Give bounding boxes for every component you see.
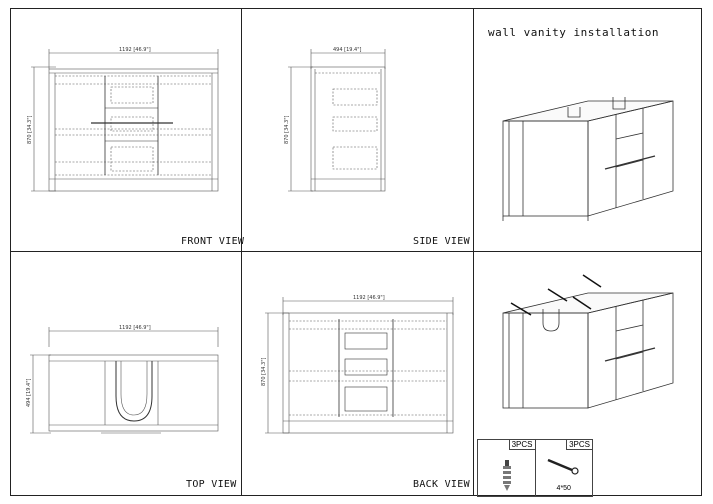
- top-view-drawing: 1192 [46.9"] 494 [19.4"]: [26, 325, 219, 434]
- anchor-qty: 3PCS: [508, 440, 535, 450]
- screw-qty: 3PCS: [566, 440, 592, 450]
- front-width-dim: 1192 [46.9"]: [119, 47, 151, 53]
- screw-size: 4*50: [556, 485, 571, 492]
- hardware-parts-table: 3PCS 3PCS 4*50: [477, 439, 593, 497]
- side-view-drawing: 494 [19.4"] 870 [34.3"]: [284, 47, 386, 192]
- back-width-dim: 1192 [46.9"]: [353, 295, 385, 301]
- installation-title: wall vanity installation: [488, 26, 659, 39]
- installation-iso-drawing: [502, 97, 674, 221]
- top-depth-dim: 494 [19.4"]: [26, 378, 32, 407]
- back-height-dim: 870 [34.3"]: [261, 357, 267, 386]
- divider: [473, 9, 474, 495]
- parts-cell-screw: 3PCS 4*50: [536, 440, 592, 496]
- drawing-sheet: 1192 [46.9"] 870 [34.3"] FRONT VIEW 494 …: [10, 8, 702, 497]
- installation-screws-drawing: [502, 274, 674, 409]
- front-view-label: FRONT VIEW: [181, 236, 245, 247]
- divider: [241, 9, 242, 495]
- wall-anchor-icon: [503, 460, 511, 491]
- parts-cell-anchor: 3PCS: [478, 440, 536, 496]
- screw-icon: [547, 458, 579, 475]
- back-view-label: BACK VIEW: [413, 479, 470, 490]
- side-view-label: SIDE VIEW: [413, 236, 470, 247]
- side-depth-dim: 494 [19.4"]: [333, 47, 362, 53]
- side-height-dim: 870 [34.3"]: [284, 115, 290, 144]
- top-view-label: TOP VIEW: [186, 479, 237, 490]
- top-width-dim: 1192 [46.9"]: [119, 325, 151, 331]
- front-view-drawing: 1192 [46.9"] 870 [34.3"]: [27, 47, 219, 192]
- front-height-dim: 870 [34.3"]: [27, 115, 33, 144]
- divider: [11, 251, 701, 252]
- back-view-drawing: 1192 [46.9"] 870 [34.3"]: [261, 295, 454, 434]
